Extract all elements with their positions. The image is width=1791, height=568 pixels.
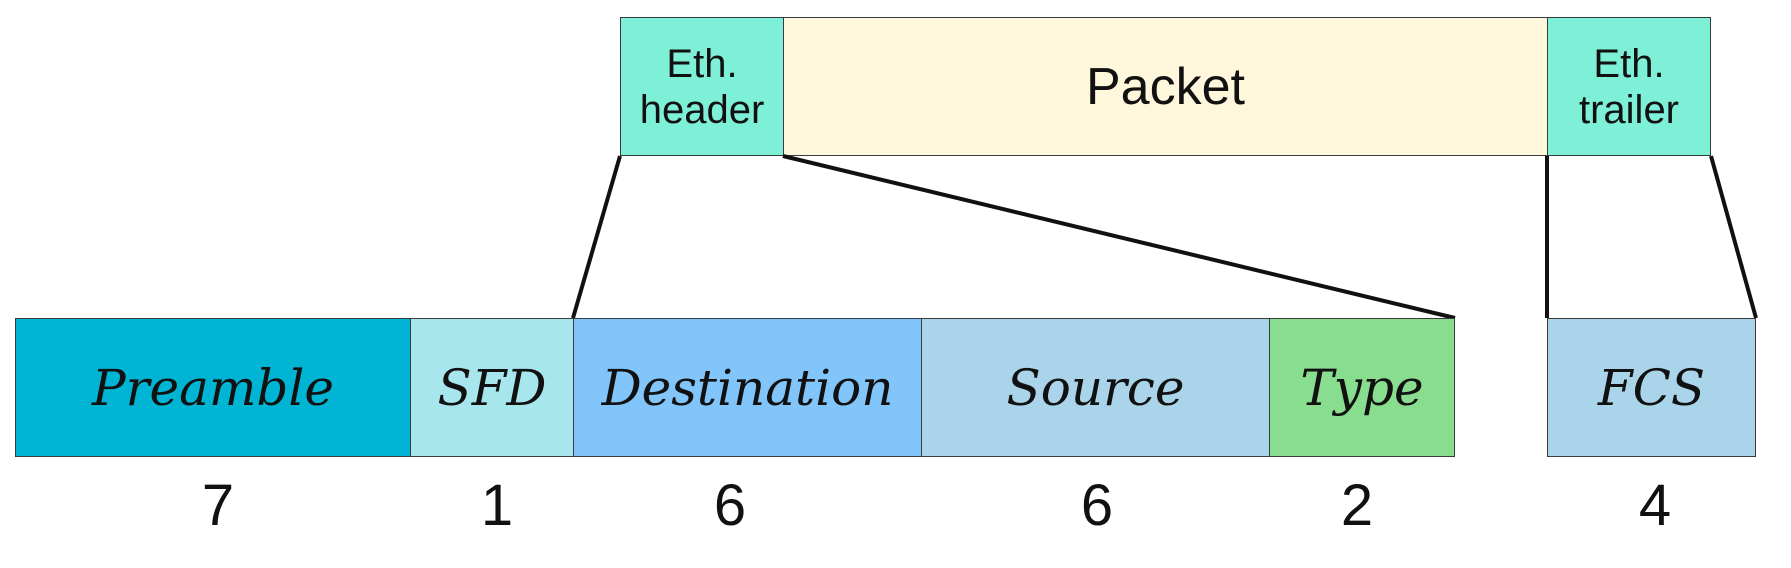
field-source: Source [921,318,1270,457]
size-sfd: 1 [480,473,514,538]
field-type: Type [1269,318,1455,457]
trailer-right-connector [1709,155,1758,319]
field-preamble: Preamble [15,318,411,457]
size-destination: 6 [713,473,747,538]
header-right-connector [782,154,1456,320]
eth-header-box: Eth. header [620,17,784,156]
field-fcs: FCS [1547,318,1756,457]
eth-trailer-box: Eth. trailer [1547,17,1711,156]
size-fcs: 4 [1638,473,1672,538]
size-type: 2 [1340,473,1374,538]
packet-box: Packet [783,17,1548,156]
header-left-connector [571,155,622,319]
size-preamble: 7 [201,473,235,538]
size-source: 6 [1080,473,1114,538]
field-sfd: SFD [410,318,574,457]
field-destination: Destination [573,318,922,457]
